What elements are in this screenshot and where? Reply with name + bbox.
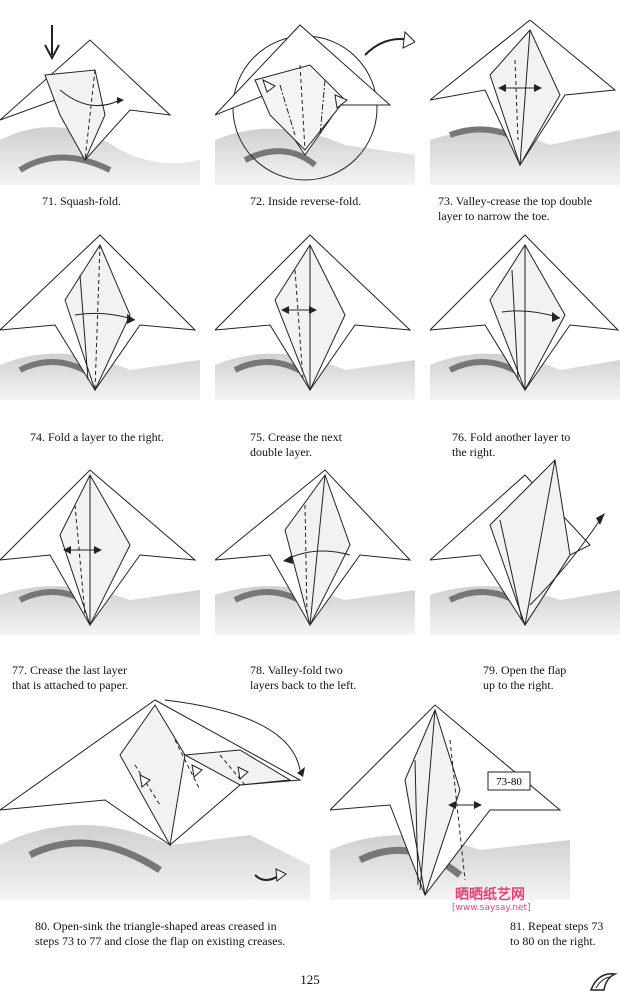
- step-81-caption: 81. Repeat steps 73 to 80 on the right.: [510, 919, 603, 949]
- step-78-caption: 78. Valley-fold two layers back to the l…: [250, 663, 356, 693]
- step-72-caption: 72. Inside reverse-fold.: [250, 194, 361, 209]
- step-79-caption: 79. Open the flap up to the right.: [483, 663, 566, 693]
- step-80-caption: 80. Open-sink the triangle-shaped areas …: [35, 919, 285, 949]
- step-77-caption: 77. Crease the last layer that is attach…: [12, 663, 128, 693]
- step-81-diagram: 73-80: [330, 700, 570, 900]
- page-number: 125: [0, 972, 620, 988]
- step-75-caption: 75. Crease the next double layer.: [250, 430, 342, 460]
- watermark-site-url: [www.saysay.net]: [452, 903, 531, 913]
- watermark-site-name: 晒晒纸艺网: [455, 884, 525, 904]
- step-78-diagram: [215, 465, 415, 635]
- step-71-caption: 71. Squash-fold.: [42, 194, 121, 209]
- step-76-diagram: [430, 230, 620, 400]
- step-77-diagram: [0, 465, 200, 635]
- step-72-diagram: [215, 20, 415, 185]
- repeat-steps-box: 73-80: [496, 776, 522, 788]
- step-71-diagram: [0, 20, 200, 185]
- step-80-diagram: [0, 695, 310, 900]
- corner-logo: [588, 968, 618, 994]
- step-73-diagram: [430, 20, 620, 185]
- step-75-diagram: [215, 230, 415, 400]
- step-73-caption: 73. Valley-crease the top double layer t…: [438, 194, 592, 224]
- step-79-diagram: [430, 455, 620, 635]
- step-74-caption: 74. Fold a layer to the right.: [30, 430, 164, 445]
- step-74-diagram: [0, 230, 200, 400]
